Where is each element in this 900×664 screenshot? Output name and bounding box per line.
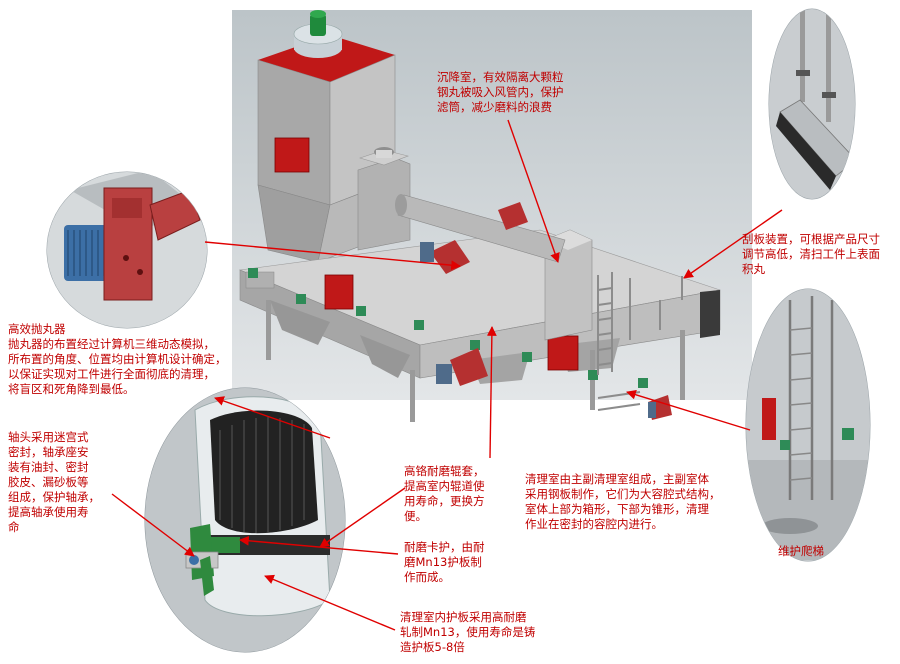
settling-chamber-callout: 沉降室，有效隔离大颗粒 钢丸被吸入风管内，保护 滤筒，减少磨料的浪费 <box>437 70 564 114</box>
ladder-closeup <box>745 288 871 562</box>
blast-wheel-closeup <box>46 171 208 329</box>
scraper-callout: 刮板装置，可根据产品尺寸 调节高低，清扫工件上表面 积丸 <box>742 232 880 276</box>
ladder-callout: 维护爬梯 <box>778 544 824 558</box>
roller-sleeve-callout: 高铬耐磨辊套， 提高室内辊道使 用寿命，更换方 便。 <box>404 464 485 523</box>
liner-plate-callout: 清理室内护板采用高耐磨 轧制Mn13，使用寿命是铸 造护板5-8倍 <box>400 610 536 654</box>
scraper-closeup <box>768 8 856 200</box>
callout-arrows <box>111 119 783 631</box>
clamp-guard-callout: 耐磨卡护，由耐 磨Mn13护板制 作而成。 <box>404 540 485 584</box>
blast-wheel-callout: 高效抛丸器 抛丸器的布置经过计算机三维动态模拟， 所布置的角度、位置均由计算机设… <box>8 322 227 396</box>
cleaning-chamber-callout: 清理室由主副清理室组成，主副室体 采用钢板制作，它们为大容腔式结构， 室体上部为… <box>525 472 721 531</box>
maintenance-ladder <box>597 272 683 411</box>
shaft-seal-callout: 轴头采用迷宫式 密封，轴承座安 装有油封、密封 胶皮、漏砂板等 组成，保护轴承，… <box>8 430 100 534</box>
dust-duct-pipe <box>395 194 566 263</box>
roller-closeup <box>144 387 346 653</box>
main-machine-render <box>232 10 752 422</box>
